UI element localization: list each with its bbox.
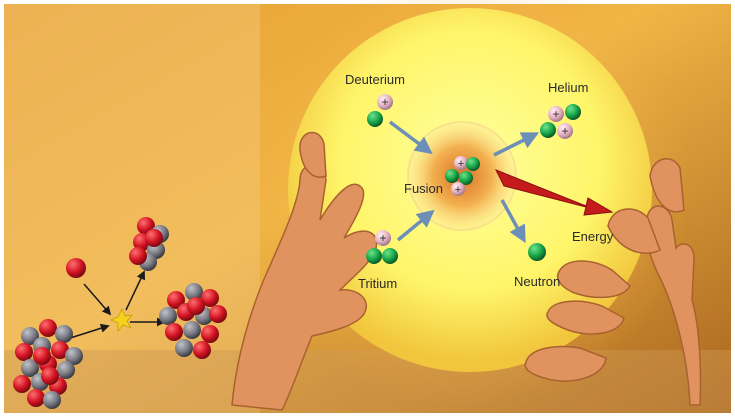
neutron-particle — [382, 248, 398, 264]
right-hand — [524, 158, 702, 406]
energy-arrow — [494, 169, 614, 216]
label-fusion: Fusion — [404, 181, 444, 196]
incoming-neutron-ball — [66, 258, 86, 278]
fragment-nucleus-small — [129, 217, 169, 271]
fission-arrow-out-top — [125, 270, 145, 311]
left-hand — [231, 131, 378, 411]
label-energy: Energy — [572, 229, 614, 244]
deuterium-particles: + — [367, 94, 393, 127]
neutron-particle — [540, 122, 556, 138]
helium-arrow — [493, 132, 540, 157]
fission-diagram — [13, 217, 227, 409]
helium-particles: + + — [540, 104, 581, 139]
neutron-particle — [367, 111, 383, 127]
tritium-particles: + — [366, 230, 398, 264]
proton-plus: + — [379, 231, 386, 245]
output-neutron-particle — [528, 243, 546, 261]
label-neutron: Neutron — [514, 274, 561, 289]
fragment-nucleus-large — [159, 283, 227, 359]
proton-particle — [375, 230, 391, 246]
heavy-nucleus — [13, 319, 83, 409]
deuterium-arrow — [388, 120, 433, 155]
neutron-particle — [459, 171, 473, 185]
proton-particle — [451, 182, 465, 196]
tritium-arrow — [396, 209, 435, 242]
label-tritium: Tritium — [358, 276, 398, 291]
neutron-particle — [445, 169, 459, 183]
proton-particle — [454, 156, 468, 170]
neutron-particle — [565, 104, 581, 120]
label-deuterium: Deuterium — [345, 72, 405, 87]
fission-spark — [109, 308, 133, 333]
neutron-particle — [366, 248, 382, 264]
fusion-core-halo — [407, 121, 517, 231]
neutron-particle — [466, 157, 480, 171]
proton-plus: + — [458, 158, 464, 170]
proton-plus: + — [552, 107, 559, 121]
proton-plus: + — [381, 95, 388, 109]
proton-particle — [557, 123, 573, 139]
core-particles: + + — [445, 156, 480, 196]
fission-arrow-in — [83, 283, 112, 316]
proton-plus: + — [455, 184, 461, 196]
proton-particle — [377, 94, 393, 110]
proton-plus: + — [561, 124, 568, 138]
proton-particle — [548, 106, 564, 122]
neutron-arrow — [500, 199, 526, 244]
label-helium: Helium — [548, 80, 589, 95]
